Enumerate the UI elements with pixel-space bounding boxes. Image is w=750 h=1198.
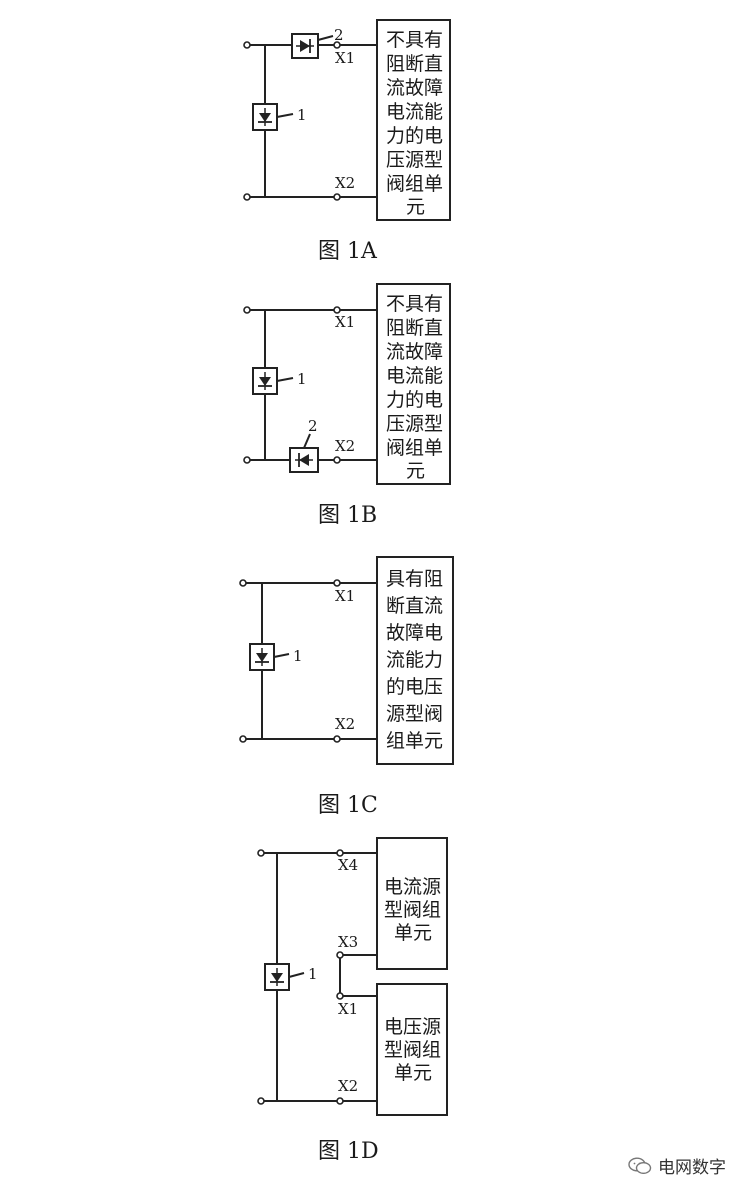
terminal-x2 (333, 193, 341, 201)
unit-line: 流故障 (386, 77, 443, 99)
terminal-x1 (333, 41, 341, 49)
unit-line: 电压源 (384, 1016, 441, 1038)
diode-1 (252, 367, 278, 395)
terminal-x2-label: X2 (335, 437, 355, 455)
diode-2-label: 2 (308, 417, 318, 435)
diode-1 (252, 103, 278, 131)
terminal-x3 (336, 951, 344, 959)
terminal-x1 (333, 306, 341, 314)
terminal-x1 (333, 579, 341, 587)
terminal-x2 (333, 456, 341, 464)
terminal-x3-label: X3 (338, 933, 358, 951)
unit-line: 型阀组 (384, 1039, 441, 1061)
figure-1a: 1 2 X1 X2 不具有 阻断直 流故障 电流能 力的电 压源型 阀组单 元 … (243, 19, 451, 264)
terminal-x2-label: X2 (338, 1077, 358, 1095)
unit-line: 电流源 (384, 876, 441, 898)
unit-line: 型阀组 (384, 899, 441, 921)
unit-line: 故障电 (386, 622, 443, 644)
terminal-x1-label: X1 (335, 313, 355, 331)
unit-text: 不具有 阻断直 流故障 电流能 力的电 压源型 阀组单 元 (386, 293, 449, 482)
figure-1d: 1 X4 X3 X1 X2 电流源 型阀组 单元 电压源 型阀组 单元 图 1D (257, 837, 448, 1164)
vsc-valve-unit (376, 556, 454, 765)
unit-line: 的电压 (386, 676, 443, 698)
unit-line: 源型阀 (386, 703, 443, 725)
diode-2 (289, 447, 319, 473)
input-terminal (239, 579, 247, 587)
diode-1 (249, 643, 275, 671)
input-terminal (239, 735, 247, 743)
terminal-x4 (336, 849, 344, 857)
unit-text: 具有阻 断直流 故障电 流能力 的电压 源型阀 组单元 (386, 568, 449, 752)
diode-1-label: 1 (297, 106, 307, 124)
diode-1-label: 1 (293, 647, 303, 665)
vsc-valve-unit (376, 283, 451, 485)
watermark-text: 电网数字 (658, 1158, 726, 1178)
unit-line: 电流能 (386, 101, 443, 123)
diode-1-label: 1 (297, 370, 307, 388)
figure-1c: 1 X1 X2 具有阻 断直流 故障电 流能力 的电压 源型阀 组单元 图 1C (239, 556, 454, 818)
unit-line: 阻断直 (386, 53, 443, 75)
input-terminal (257, 849, 265, 857)
unit-line: 阀组单 (386, 437, 443, 459)
terminal-x1-label: X1 (338, 1000, 358, 1018)
figure-caption: 图 1C (318, 793, 378, 818)
terminal-x2 (336, 1097, 344, 1105)
terminal-x1-label: X1 (335, 587, 355, 605)
unit-text: 不具有 阻断直 流故障 电流能 力的电 压源型 阀组单 元 (386, 29, 449, 218)
input-terminal (243, 41, 251, 49)
terminal-x2 (333, 735, 341, 743)
watermark: 电网数字 (628, 1153, 726, 1178)
input-terminal (243, 193, 251, 201)
unit-line: 电流能 (386, 365, 443, 387)
lower-unit-text: 电压源 型阀组 单元 (384, 1016, 447, 1084)
terminal-x2-label: X2 (335, 174, 355, 192)
unit-line: 不具有 (386, 29, 443, 51)
terminal-x1-label: X1 (335, 49, 355, 67)
unit-line: 单元 (394, 922, 432, 944)
diode-2 (291, 33, 319, 59)
unit-line: 不具有 (386, 293, 443, 315)
input-terminal (257, 1097, 265, 1105)
input-terminal (243, 456, 251, 464)
terminal-x4-label: X4 (338, 856, 358, 874)
terminal-x2-label: X2 (335, 715, 355, 733)
unit-line: 力的电 (386, 125, 443, 147)
vsc-valve-unit (376, 19, 451, 221)
diode-1 (264, 963, 290, 991)
unit-line: 组单元 (386, 730, 443, 752)
csc-valve-unit (376, 837, 448, 970)
input-terminal (243, 306, 251, 314)
diode-2-label: 2 (334, 26, 344, 44)
unit-line: 流能力 (386, 649, 443, 671)
vsc-valve-unit (376, 983, 448, 1116)
unit-line: 具有阻 (386, 568, 443, 590)
unit-line: 断直流 (386, 595, 443, 617)
figure-caption: 图 1D (318, 1139, 379, 1164)
unit-line: 压源型 (386, 413, 443, 435)
unit-line: 压源型 (386, 149, 443, 171)
unit-line: 流故障 (386, 341, 443, 363)
unit-line: 阻断直 (386, 317, 443, 339)
figure-caption: 图 1A (318, 239, 378, 264)
terminal-x1 (336, 992, 344, 1000)
unit-line: 元 (406, 460, 425, 482)
upper-unit-text: 电流源 型阀组 单元 (384, 876, 447, 944)
figure-caption: 图 1B (318, 503, 377, 528)
unit-line: 力的电 (386, 389, 443, 411)
unit-line: 元 (406, 196, 425, 218)
diode-1-label: 1 (308, 965, 318, 983)
figure-1b: 1 2 X1 X2 不具有 阻断直 流故障 电流能 力的电 压源型 阀组单 元 … (243, 283, 451, 528)
unit-line: 阀组单 (386, 173, 443, 195)
unit-line: 单元 (394, 1062, 432, 1084)
wechat-icon (628, 1156, 652, 1174)
